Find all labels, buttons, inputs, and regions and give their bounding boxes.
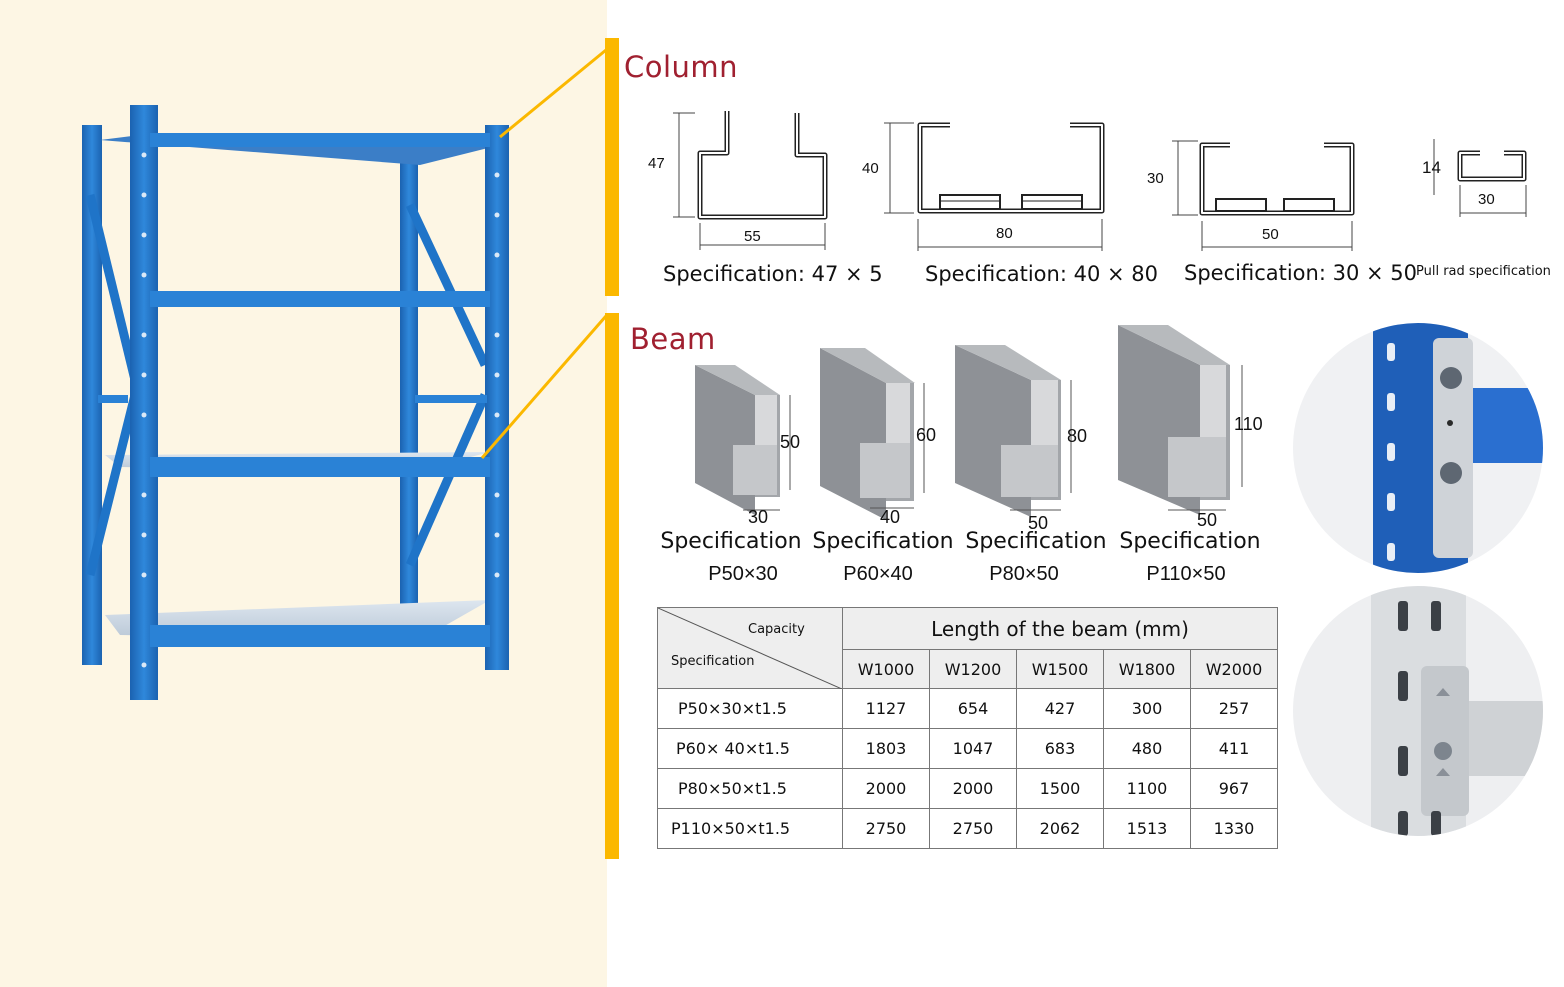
column-profile-1-width: 55 bbox=[744, 228, 761, 245]
table-cell: 1330 bbox=[1190, 808, 1278, 849]
table-column-header: W1000 bbox=[842, 649, 930, 689]
table-corner-cell: Capacity Specification bbox=[657, 607, 843, 689]
beam-profile-2-height: 60 bbox=[916, 425, 937, 445]
blue-connector-detail-image bbox=[1293, 323, 1543, 573]
table-cell: 967 bbox=[1190, 768, 1278, 809]
column-profile-4-width: 30 bbox=[1478, 191, 1495, 208]
table-cell: 300 bbox=[1103, 688, 1191, 729]
table-column-header: W1800 bbox=[1103, 649, 1191, 689]
column-profile-3-spec: Specification: 30 × 50 bbox=[1184, 261, 1417, 285]
table-cell: 683 bbox=[1016, 728, 1104, 769]
table-specification-label: Specification bbox=[671, 654, 755, 669]
column-profile-3-height: 30 bbox=[1147, 170, 1164, 187]
table-cell: 1513 bbox=[1103, 808, 1191, 849]
beam-profile-2-width: 40 bbox=[880, 507, 901, 527]
column-profile-3-width: 50 bbox=[1262, 226, 1279, 243]
table-row-spec: P50×30×t1.5 bbox=[657, 688, 843, 729]
beam-profile-1-code: P50×30 bbox=[708, 563, 778, 585]
column-profile-1-spec: Specification: 47 × 5 bbox=[663, 262, 883, 286]
table-cell: 2000 bbox=[842, 768, 930, 809]
grey-connector-detail-image bbox=[1293, 586, 1543, 836]
beam-profile-2-spec: Specification bbox=[812, 529, 954, 554]
beam-accent-bar bbox=[605, 313, 619, 859]
beam-profile-2-code: P60×40 bbox=[843, 563, 913, 585]
column-profile-4-height: 14 bbox=[1422, 158, 1441, 177]
beam-profile-4-spec: Specification bbox=[1119, 529, 1261, 554]
table-row: P60× 40×t1.5 1803 1047 683 480 411 bbox=[657, 728, 1278, 769]
beam-profile-3-spec: Specification bbox=[965, 529, 1107, 554]
table-row-spec: P80×50×t1.5 bbox=[657, 768, 843, 809]
product-image-panel bbox=[0, 0, 607, 987]
column-accent-bar bbox=[605, 38, 619, 296]
table-cell: 257 bbox=[1190, 688, 1278, 729]
beam-profile-4-width: 50 bbox=[1197, 510, 1218, 530]
table-row-spec: P110×50×t1.5 bbox=[657, 808, 843, 849]
table-length-header: Length of the beam (mm) bbox=[842, 607, 1278, 650]
beam-profile-1-drawing bbox=[695, 365, 791, 515]
column-heading: Column bbox=[624, 50, 739, 84]
column-profile-2-spec: Specification: 40 × 80 bbox=[925, 262, 1158, 286]
table-column-header: W1500 bbox=[1016, 649, 1104, 689]
table-row: P80×50×t1.5 2000 2000 1500 1100 967 bbox=[657, 768, 1278, 809]
column-profile-1-drawing bbox=[673, 111, 828, 250]
table-cell: 2000 bbox=[929, 768, 1017, 809]
beam-profile-2-drawing bbox=[820, 348, 925, 520]
table-capacity-label: Capacity bbox=[748, 622, 805, 637]
table-row-spec: P60× 40×t1.5 bbox=[657, 728, 843, 769]
table-cell: 411 bbox=[1190, 728, 1278, 769]
beam-heading: Beam bbox=[630, 322, 716, 356]
table-cell: 1100 bbox=[1103, 768, 1191, 809]
column-profile-1-height: 47 bbox=[648, 155, 665, 172]
beam-profile-4-code: P110×50 bbox=[1146, 563, 1226, 585]
table-cell: 2750 bbox=[929, 808, 1017, 849]
table-cell: 654 bbox=[929, 688, 1017, 729]
table-cell: 1127 bbox=[842, 688, 930, 729]
beam-profile-3-height: 80 bbox=[1067, 426, 1088, 446]
column-profile-3-drawing bbox=[1172, 140, 1355, 251]
table-cell: 427 bbox=[1016, 688, 1104, 729]
table-row: P50×30×t1.5 1127 654 427 300 257 bbox=[657, 688, 1278, 729]
beam-profile-4-drawing bbox=[1118, 325, 1243, 515]
beam-profile-3-width: 50 bbox=[1028, 513, 1049, 533]
table-column-header: W2000 bbox=[1190, 649, 1278, 689]
table-cell: 480 bbox=[1103, 728, 1191, 769]
table-cell: 2062 bbox=[1016, 808, 1104, 849]
column-profile-2-width: 80 bbox=[996, 225, 1013, 242]
table-cell: 1500 bbox=[1016, 768, 1104, 809]
column-profile-2-drawing bbox=[884, 122, 1105, 251]
table-column-header: W1200 bbox=[929, 649, 1017, 689]
beam-profile-1-height: 50 bbox=[780, 432, 801, 452]
table-cell: 1803 bbox=[842, 728, 930, 769]
column-profile-4-spec: Pull rad specification bbox=[1416, 264, 1551, 279]
beam-profile-3-drawing bbox=[955, 345, 1072, 517]
shelving-rack-image bbox=[82, 105, 509, 700]
column-profile-2-height: 40 bbox=[862, 160, 879, 177]
column-profile-4-drawing bbox=[1433, 139, 1527, 217]
beam-profile-1-width: 30 bbox=[748, 507, 769, 527]
table-cell: 2750 bbox=[842, 808, 930, 849]
table-cell: 1047 bbox=[929, 728, 1017, 769]
beam-profile-4-height: 110 bbox=[1234, 414, 1263, 434]
capacity-table: Capacity Specification Length of the bea… bbox=[657, 607, 1278, 849]
table-row: P110×50×t1.5 2750 2750 2062 1513 1330 bbox=[657, 808, 1278, 849]
beam-profile-3-code: P80×50 bbox=[989, 563, 1059, 585]
beam-profile-1-spec: Specification bbox=[660, 529, 802, 554]
